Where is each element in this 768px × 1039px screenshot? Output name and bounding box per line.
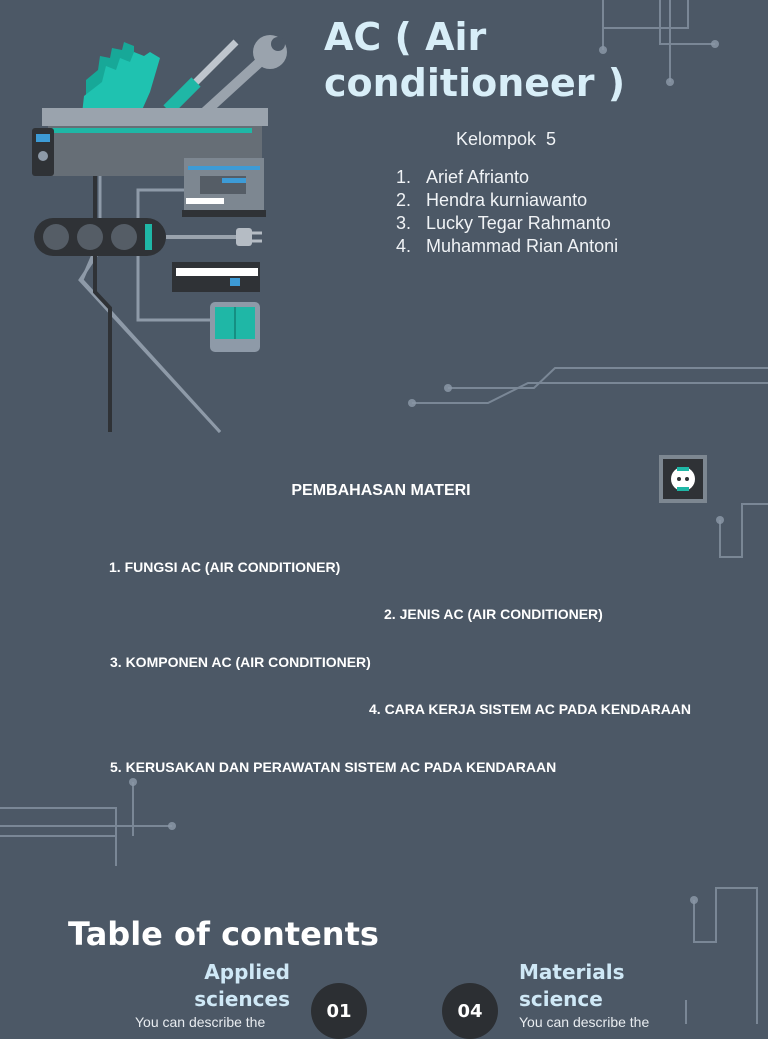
multimeter-icon [32, 128, 54, 176]
plug-icon [236, 228, 262, 246]
list-item: 4.Muhammad Rian Antoni [396, 236, 619, 256]
tools-illustration [32, 35, 287, 434]
circuit-breaker-icon [182, 158, 266, 217]
toc-heading: Materials science [519, 960, 625, 1011]
wrench-icon [201, 35, 287, 116]
topic-item: 5. KERUSAKAN DAN PERAWATAN SISTEM AC PAD… [110, 759, 557, 775]
topic-item: 2. JENIS AC (AIR CONDITIONER) [384, 606, 603, 622]
topic-item: 1. FUNGSI AC (AIR CONDITIONER) [109, 559, 341, 575]
member-list: 1.Arief Afrianto 2.Hendra kurniawanto 3.… [396, 166, 618, 258]
meter-panel-icon [172, 262, 260, 292]
screwdriver-icon [163, 39, 239, 115]
group-label: Kelompok 5 [456, 129, 557, 149]
toc-title: Table of contents [68, 915, 379, 953]
toolbox-icon [42, 108, 268, 176]
toc-heading: Applied sciences [194, 960, 290, 1011]
toc-number-badge: 01 [311, 983, 367, 1039]
section-title: PEMBAHASAN MATERI [291, 482, 471, 499]
member-name: Arief Afrianto [426, 167, 530, 187]
member-name: Muhammad Rian Antoni [426, 236, 619, 256]
power-strip-icon [34, 218, 236, 256]
toc-number-badge: 04 [442, 983, 498, 1039]
member-name: Lucky Tegar Rahmanto [426, 213, 611, 233]
gloves-icon [80, 42, 160, 132]
toc-description: You can describe the [135, 1014, 266, 1030]
list-item: 2.Hendra kurniawanto [396, 190, 588, 210]
list-item: 1.Arief Afrianto [396, 167, 530, 187]
member-name: Hendra kurniawanto [426, 190, 588, 210]
list-item: 3.Lucky Tegar Rahmanto [396, 213, 611, 233]
slide-title: AC ( Air conditioneer ) [324, 15, 626, 105]
topic-item: 4. CARA KERJA SISTEM AC PADA KENDARAAN [369, 701, 692, 717]
light-switch-icon [210, 302, 260, 352]
toc-description: You can describe the [519, 1014, 650, 1030]
topic-item: 3. KOMPONEN AC (AIR CONDITIONER) [110, 654, 371, 670]
